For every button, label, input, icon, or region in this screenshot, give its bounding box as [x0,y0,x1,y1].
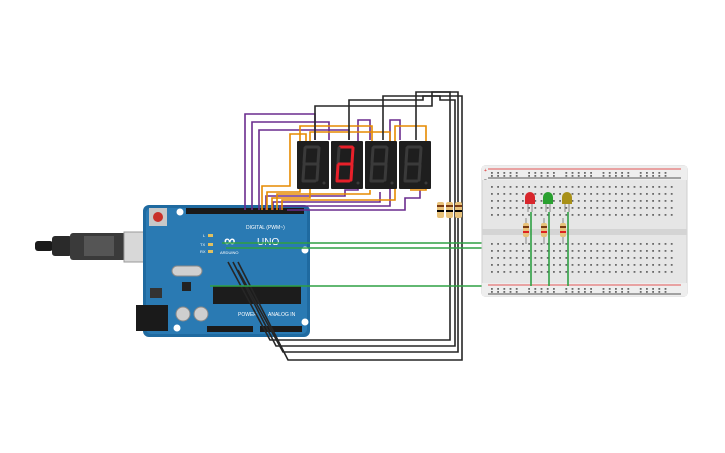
usb-cable[interactable] [35,231,157,263]
segment-b [350,146,355,165]
segment-f [404,146,409,165]
arduino-uno-board[interactable]: DIGITAL (PWM~) ∞ UNO ARDUINO L TX RX POW… [136,205,310,337]
yellow-led[interactable] [562,192,572,204]
segment-b [384,146,389,165]
led-resistor-red[interactable] [523,218,529,244]
arduino-logo: ∞ [224,233,235,250]
svg-text:L: L [203,233,206,238]
segment-c [315,163,320,182]
segment-f [370,146,375,165]
breadboard[interactable]: + − [481,165,688,297]
onboard-leds: L TX RX [200,233,213,254]
power-jack[interactable] [136,305,168,331]
atmega-chip [213,286,301,304]
svg-text:RX: RX [200,249,206,254]
segment-b [316,146,321,165]
power-label: POWER [238,312,257,318]
arduino-brand: ARDUINO [220,250,238,255]
center-channel [482,229,687,235]
seven-segment-display-row [297,141,431,189]
rail-minus-label: − [484,177,487,183]
led-ground-wires[interactable] [530,212,569,286]
segment-e [301,163,306,182]
segment-c [383,163,388,182]
segment-f [336,146,341,165]
breadboard-components [523,192,572,286]
led-resistor-yellow[interactable] [560,218,566,244]
usb-chip [182,282,191,291]
segment-c [349,163,354,182]
seven-segment-digit [365,141,397,189]
red-led[interactable] [525,192,535,204]
segment-f [302,146,307,165]
rail-plus-label: + [484,168,487,174]
resistor[interactable] [455,202,462,218]
segment-c [417,163,422,182]
breadboard-holes[interactable] [491,172,673,293]
crystal-oscillator [171,265,203,277]
capacitor [193,306,209,322]
power-header [207,326,253,332]
segment-e [335,163,340,182]
green-led[interactable] [543,192,553,204]
resistor[interactable] [437,202,444,218]
capacitor [175,306,191,322]
analog-header [260,326,302,332]
segment-e [403,163,408,182]
seven-segment-digit [331,141,363,189]
svg-text:TX: TX [200,242,205,247]
analog-label: ANALOG IN [268,312,296,318]
segment-e [369,163,374,182]
resistor[interactable] [446,202,453,218]
seven-segment-digit [297,141,329,189]
digital-header-label: DIGITAL (PWM~) [246,225,285,231]
seven-segment-digit [399,141,431,189]
reset-button[interactable] [149,208,167,226]
led-resistor-green[interactable] [541,218,547,244]
segment-b [418,146,423,165]
regulator [150,288,162,298]
digital-header [186,208,304,214]
display-resistors [437,202,462,218]
